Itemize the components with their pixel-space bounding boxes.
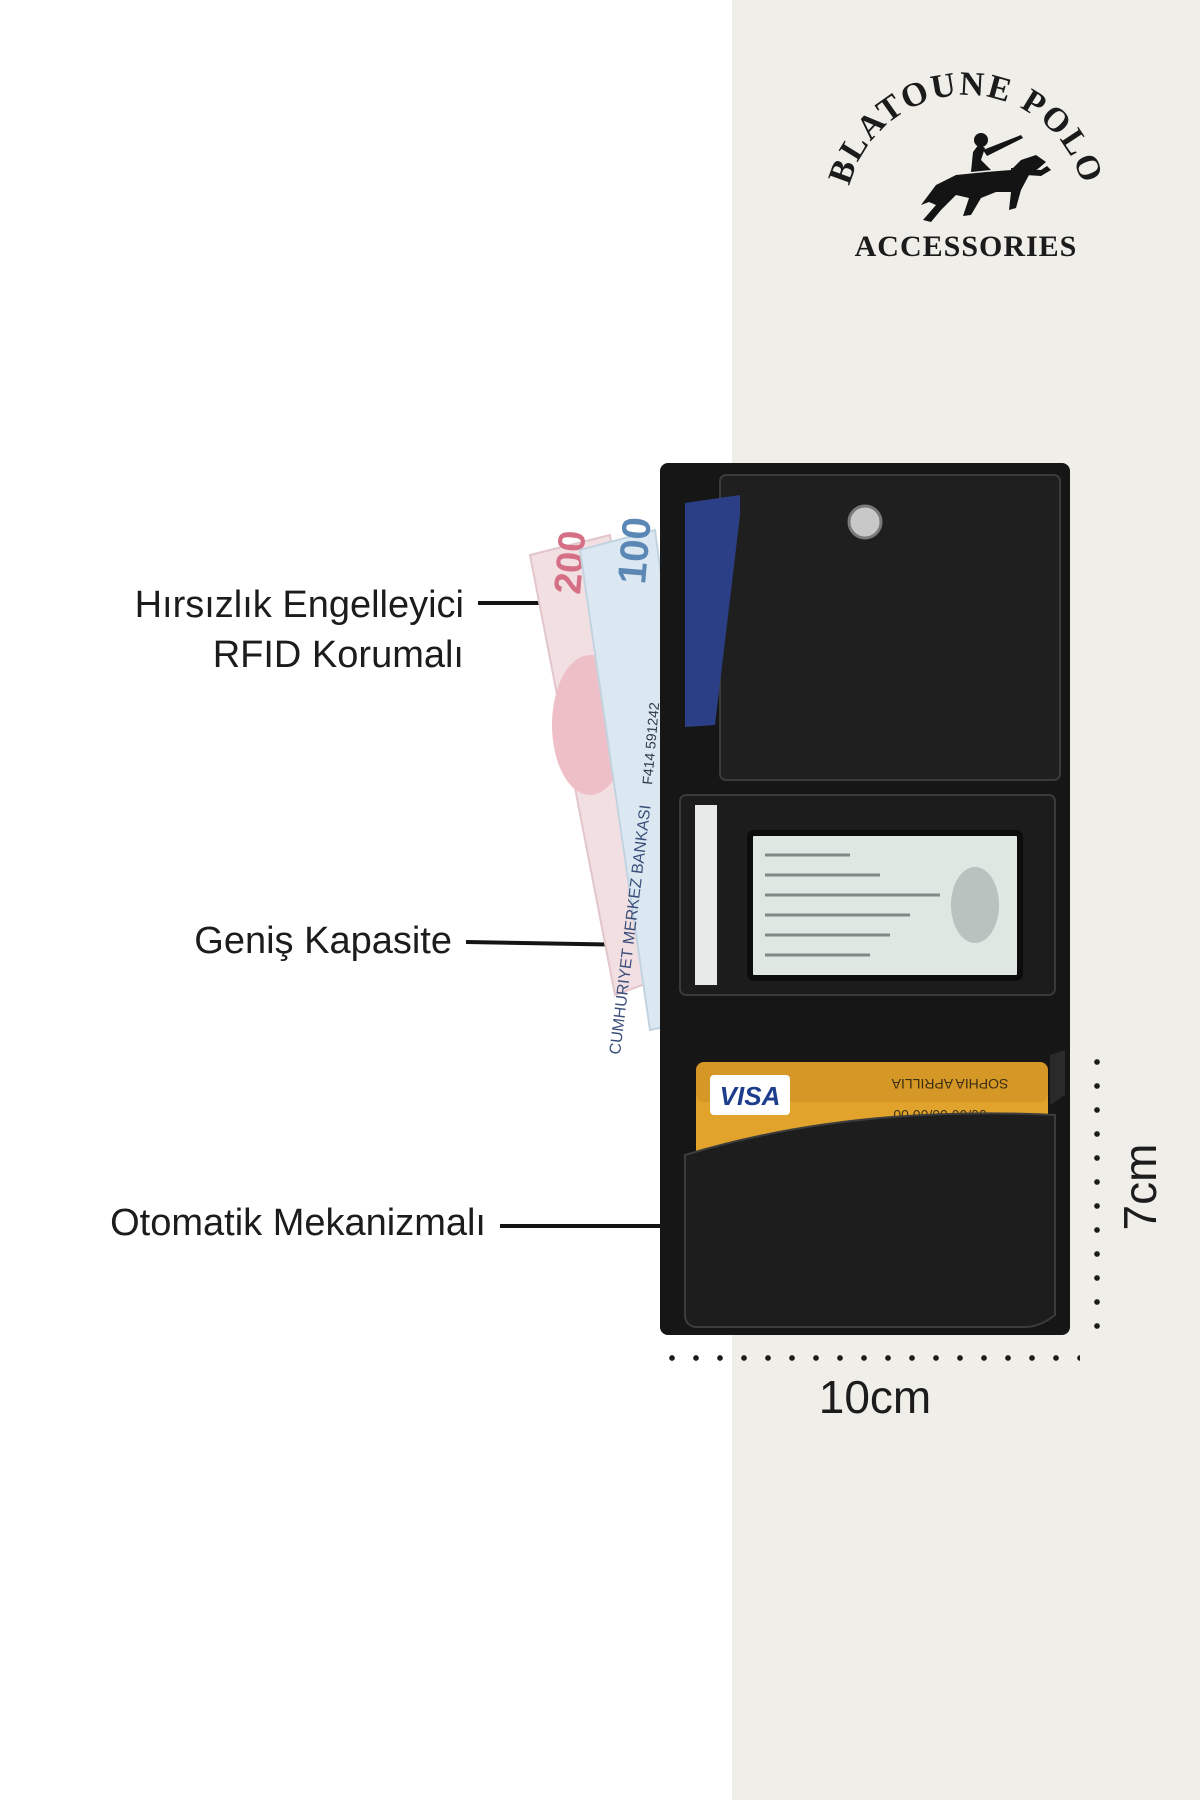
brand-name: BLATOUNE POLO bbox=[822, 66, 1109, 189]
side-card bbox=[695, 805, 717, 985]
feature-auto-connector bbox=[500, 1224, 690, 1228]
polo-horse-logo-icon: BLATOUNE POLO bbox=[822, 66, 1108, 222]
brand-logo: BLATOUNE POLO bbox=[822, 66, 1108, 270]
height-dimension-label: 7cm bbox=[1114, 1143, 1166, 1231]
banknote-100-label: 100 bbox=[610, 515, 660, 585]
feature-rfid-label: Hırsızlık Engelleyici RFID Korumalı bbox=[40, 580, 464, 680]
wallet-product-image: 200 100 F414 591242 CUMHURIYET MERKEZ BA… bbox=[520, 455, 1080, 1335]
feature-capacity-line1: Geniş Kapasite bbox=[194, 920, 452, 962]
visa-logo-text: VISA bbox=[720, 1081, 781, 1111]
feature-capacity-label: Geniş Kapasite bbox=[40, 916, 452, 966]
snap-button bbox=[847, 504, 883, 540]
feature-auto-line1: Otomatik Mekanizmalı bbox=[110, 1202, 486, 1244]
feature-rfid-line1: Hırsızlık Engelleyici bbox=[134, 584, 464, 626]
width-dimension-line bbox=[660, 1355, 1080, 1361]
feature-rfid-line2: RFID Korumalı bbox=[212, 634, 464, 676]
width-dimension-label: 10cm bbox=[818, 1371, 932, 1423]
height-dimension-line bbox=[1094, 1050, 1100, 1335]
card-holder-name: SOPHIA APRILLIA bbox=[891, 1076, 1008, 1092]
svg-text:BLATOUNE POLO: BLATOUNE POLO bbox=[826, 70, 1106, 189]
feature-auto-label: Otomatik Mekanizmalı bbox=[20, 1198, 486, 1248]
blue-card bbox=[685, 495, 740, 727]
id-card-window bbox=[747, 830, 1023, 981]
brand-subtitle: ACCESSORIES bbox=[854, 230, 1078, 263]
banknote-serial: F414 591242 bbox=[639, 701, 662, 785]
